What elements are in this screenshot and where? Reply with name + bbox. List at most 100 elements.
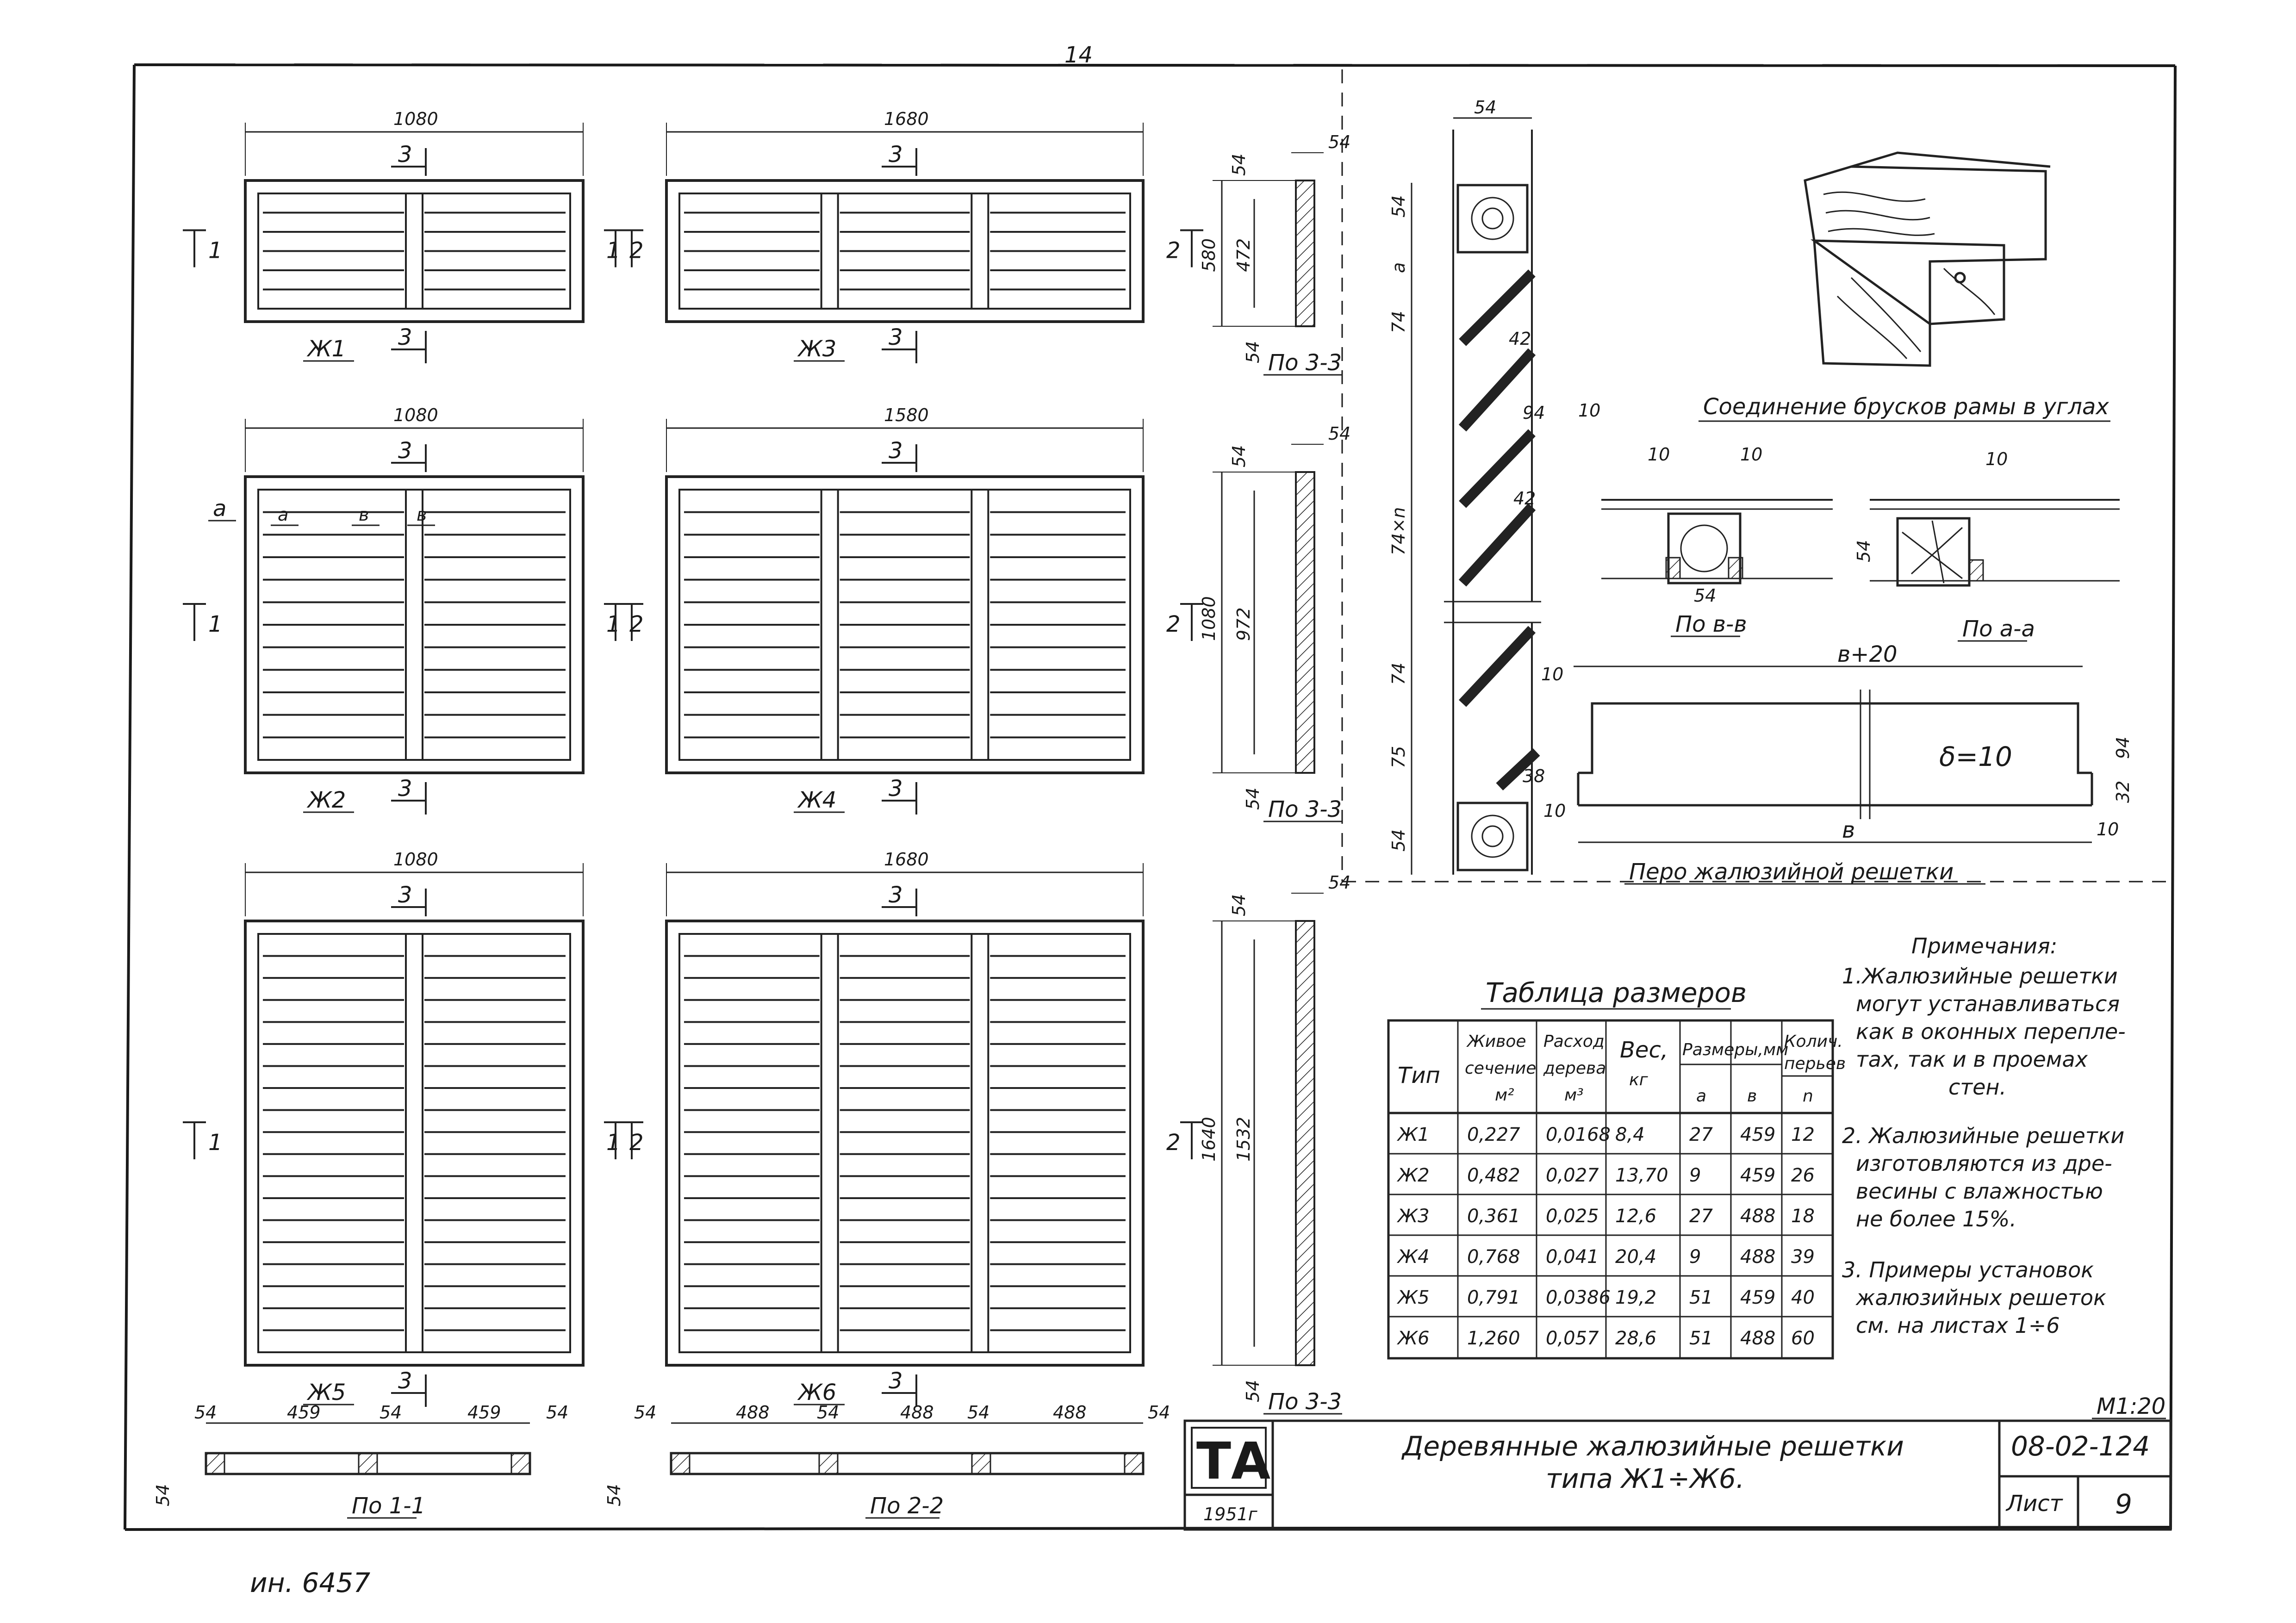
dim-label: 54 [1229,894,1249,916]
cut-marker: 2 [1166,238,1181,264]
section-marker: 3 [889,324,903,350]
table-cell: 0,791 [1467,1287,1520,1308]
table-cell: 0,768 [1467,1246,1520,1268]
louver-detail: 54 54 a 74 74×n 74 75 54 42 94 10 42 10 … [1388,97,1600,875]
section-title: По 3-3 [1268,350,1342,376]
note-1: стен. [1948,1075,2006,1100]
table-cell: Ж1 [1396,1124,1430,1145]
dim-label: 54 [194,1402,217,1423]
dim-label: 42 [1509,329,1531,349]
dim-label: 54 [604,1484,624,1506]
dim-label: a [1388,262,1409,273]
dim-label: 54 [967,1402,989,1423]
section-marker: 3 [398,142,412,168]
dim-label: 54 [1474,97,1496,118]
cut-marker: 1 [208,1130,223,1156]
dim-label: 10 [1578,400,1600,421]
dim-label: 54 [634,1402,656,1423]
col-header-open-area: м² [1495,1086,1514,1105]
dim-label: 1532 [1233,1117,1254,1162]
note-2: весины с влажностью [1856,1179,2103,1204]
dim-label: 10 [1648,444,1670,465]
dim-label: 94 [2113,737,2133,759]
section-marker: 3 [889,882,903,908]
logo-mark: ТА [1196,1431,1270,1491]
dim-label: 472 [1233,238,1254,272]
dim-label: 74×n [1388,507,1409,555]
dim-label: 54 [817,1402,839,1423]
view-label: Ж1 [306,336,346,362]
table-cell: 0,0386 [1546,1287,1611,1308]
slat-thickness: δ=10 [1939,741,2012,772]
cut-marker: 1 [606,1130,621,1156]
dim-label: 1640 [1199,1117,1219,1162]
drawing-title-2: типа Ж1÷Ж6. [1546,1463,1744,1494]
cut-marker: 1 [606,238,621,264]
section-mark: в [417,504,427,525]
dim-label: 32 [2113,781,2133,803]
note-1: тах, так и в проемах [1856,1047,2088,1072]
cut-marker: 2 [629,611,644,637]
table-cell: 9 [1689,1165,1701,1186]
section-marker: 3 [398,324,412,350]
dim-label: 1080 [393,849,438,870]
corner-joint-sketch [1804,151,2051,367]
section-marker: 3 [889,142,903,168]
dim-label: 1080 [393,405,438,425]
table-cell: 1,260 [1467,1328,1520,1349]
table-cell: 39 [1791,1246,1815,1268]
dim-label: 488 [1053,1402,1087,1423]
note-2: изготовляются из дре- [1856,1151,2112,1176]
col-header-wood: дерева [1543,1059,1606,1078]
col-header-sizes: Размеры,мм [1682,1040,1788,1059]
table-cell: 0,361 [1467,1206,1520,1227]
view-label: Ж4 [797,787,836,813]
col-header-count: Колич. [1784,1032,1843,1051]
col-header-wood: м³ [1564,1086,1584,1105]
dim-label: 10 [1543,801,1566,821]
bottom-section-2-2: 54 488 54 488 54 488 54 54 По 2-2 [604,1402,1170,1519]
table-cell: 26 [1791,1165,1815,1186]
dim-label: 54 [1694,585,1716,606]
col-header-n: n [1803,1087,1813,1106]
col-header-b: в [1747,1087,1757,1106]
table-cell: 19,2 [1615,1287,1656,1308]
dim-label: 54 [1854,540,1874,562]
dim-label: 54 [546,1402,568,1423]
dim-label: 54 [1328,132,1350,152]
dim-label: 94 [1523,403,1545,423]
table-cell: Ж6 [1396,1328,1430,1349]
dim-label: 54 [1229,445,1249,467]
note-1: могут устанавливаться [1856,991,2120,1016]
dim-label: 54 [1328,423,1350,444]
dim-label: 10 [2097,819,2119,839]
section-mark: в [359,504,369,525]
table-cell: 0,025 [1546,1206,1599,1227]
view-label: Ж5 [306,1380,346,1405]
section-bb: 10 10 54 По в-в [1601,444,1833,637]
note-3: см. на листах 1÷6 [1856,1313,2060,1338]
table-cell: 0,041 [1546,1246,1599,1268]
dim-label: 54 [380,1402,402,1423]
dim-label: 1080 [1199,596,1219,641]
dim-label: 459 [287,1402,321,1423]
section-title: По 3-3 [1268,1389,1342,1415]
dim-label: 74 [1388,311,1409,333]
cut-marker: 1 [606,611,621,637]
section-marker: 3 [398,776,412,802]
table-cell: Ж2 [1396,1165,1430,1186]
note-2: не более 15%. [1856,1206,2016,1231]
col-header-a: a [1696,1087,1706,1106]
table-cell: 12 [1791,1124,1815,1145]
col-header-open-area: сечение [1465,1059,1536,1078]
cut-marker: 2 [629,238,644,264]
dim-label: 74 [1388,663,1409,685]
